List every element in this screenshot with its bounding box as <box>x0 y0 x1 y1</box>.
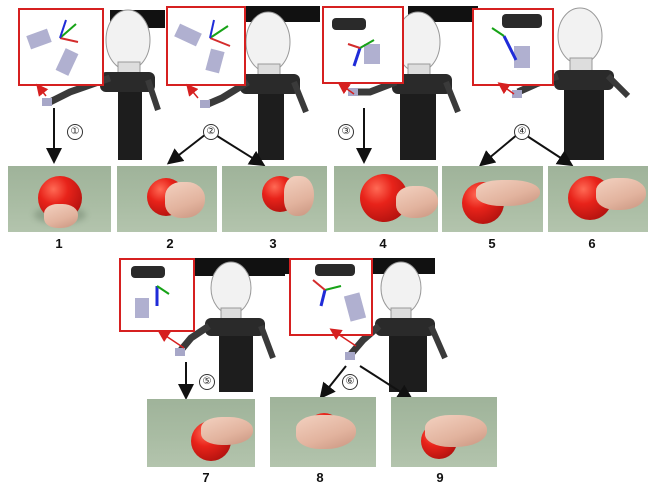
step-marker: ⑤ <box>199 374 215 390</box>
grasp-photo-9 <box>391 397 497 467</box>
photo-number: 9 <box>425 470 455 485</box>
photo-number: 8 <box>305 470 335 485</box>
grasp-photo-7 <box>147 399 255 467</box>
step-marker: ⑥ <box>342 374 358 390</box>
photo-number: 7 <box>191 470 221 485</box>
grasp-photo-8 <box>270 397 376 467</box>
